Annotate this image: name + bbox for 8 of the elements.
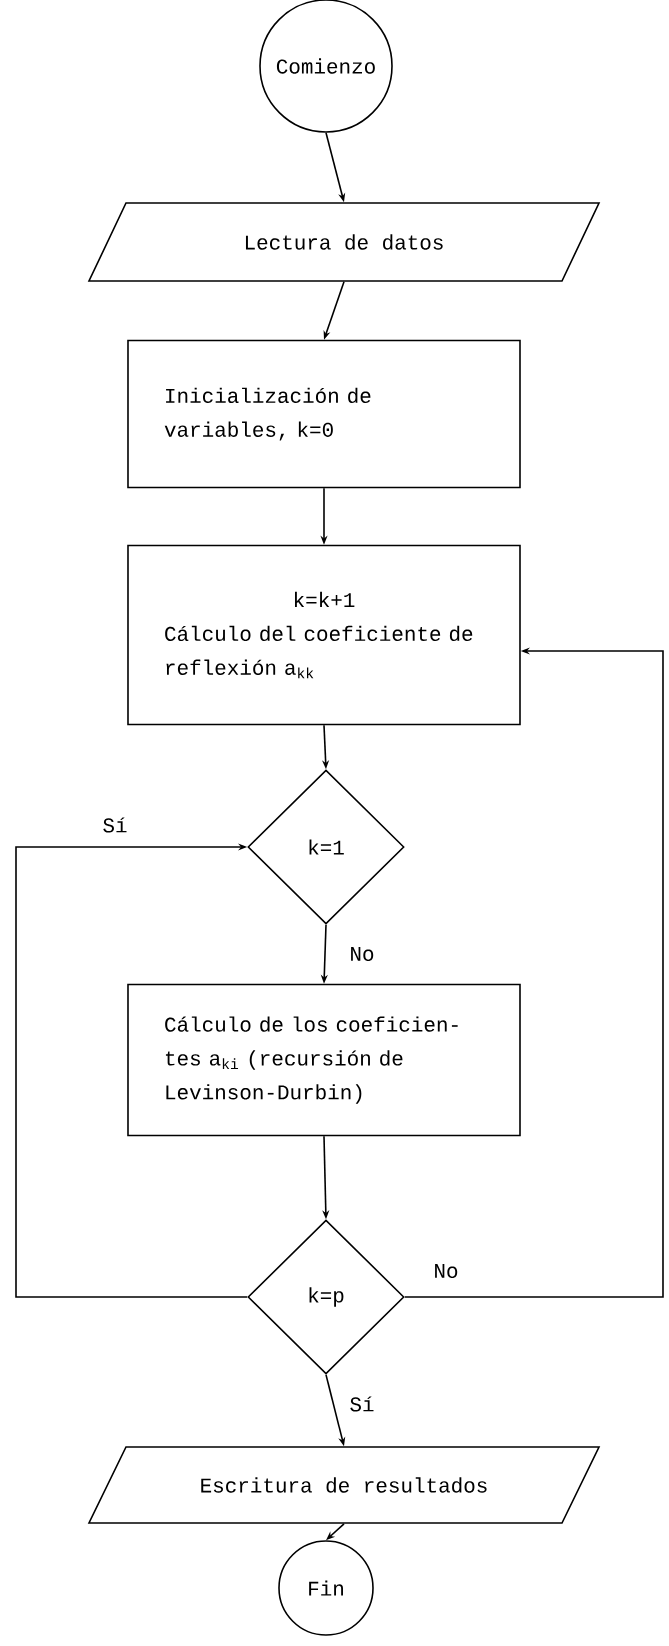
arrow (15, 843, 248, 1298)
process-box: Cálculo de los coeficien- tes a$_{ki}$ (recursión de Levinson-Durbin) (127, 983, 521, 1137)
process-box: Inicialización de variables, k=0 (127, 339, 521, 489)
edge-label: Sí (101, 816, 129, 834)
edge-label: No (432, 1263, 460, 1279)
process-box: k=k+1 Cálculo del coeficiente de reflexión a$_{kk}$ (127, 544, 521, 726)
edge-label: Sí (348, 1395, 376, 1413)
edge-label: No (348, 946, 376, 962)
